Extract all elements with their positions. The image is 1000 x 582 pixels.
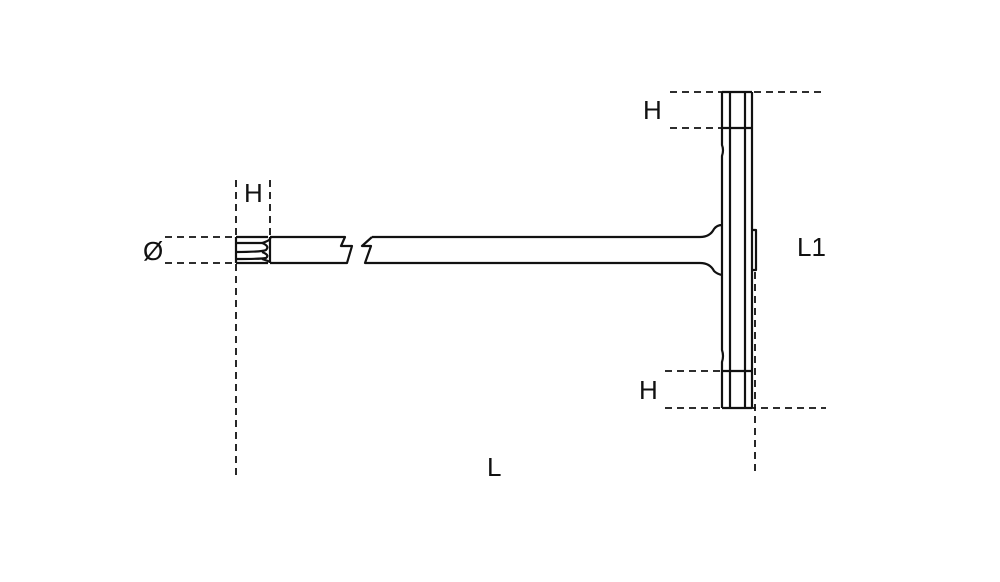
- shaft-right-segment: [360, 223, 723, 277]
- shaft-left-segment: [270, 235, 354, 265]
- tip-length-label: H: [244, 178, 263, 208]
- diameter-label: Ø: [143, 236, 164, 266]
- t-handle-bar: [720, 90, 758, 410]
- handle-top-length-label: H: [643, 95, 662, 125]
- handle-length-label: L1: [797, 232, 826, 262]
- handle-bottom-length-label: H: [639, 375, 658, 405]
- overall-length-label: L: [487, 452, 502, 482]
- dimension-lines: [165, 91, 826, 476]
- hex-tip: [234, 235, 272, 265]
